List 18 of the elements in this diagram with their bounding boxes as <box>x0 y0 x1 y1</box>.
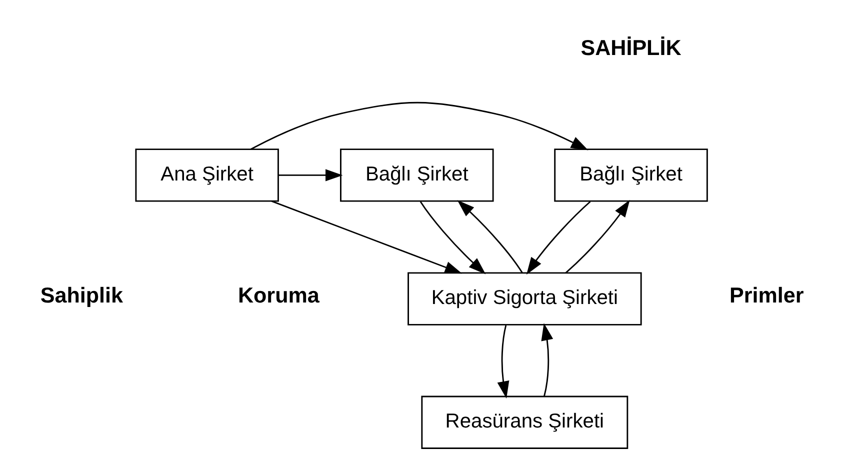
arrow <box>457 200 523 274</box>
node-box: Kaptiv Sigorta Şirketi <box>408 272 642 326</box>
arrow <box>420 201 486 274</box>
arrow <box>497 325 510 398</box>
arrow <box>271 200 462 274</box>
label: Primler <box>729 282 804 308</box>
node-box: Bağlı Şirket <box>554 148 708 202</box>
node-box: Ana Şirket <box>135 148 279 202</box>
arrow <box>526 201 591 275</box>
node-box: Reasürans Şirketi <box>421 396 628 449</box>
arrow <box>278 169 343 182</box>
arrow <box>565 200 630 274</box>
node-box: Bağlı Şirket <box>340 148 494 202</box>
arrow <box>541 323 554 397</box>
label: SAHİPLİK <box>580 35 682 60</box>
label: Sahiplik <box>40 282 123 308</box>
label: Koruma <box>238 282 320 308</box>
arrow <box>250 102 588 150</box>
